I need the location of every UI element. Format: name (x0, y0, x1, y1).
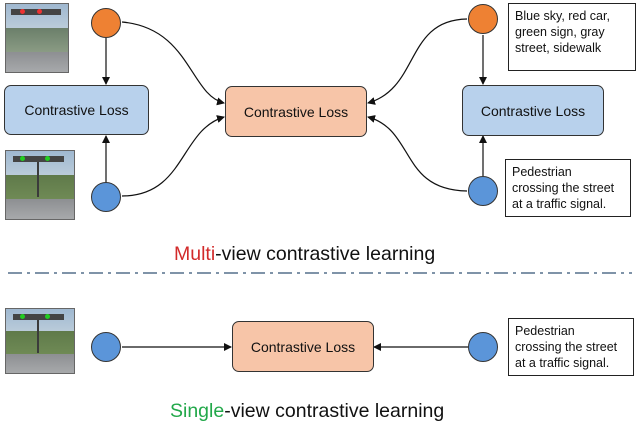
arrow-bottom-left-node-to-center (121, 115, 225, 197)
single-contrastive-loss-box: Contrastive Loss (232, 321, 374, 372)
right-contrastive-loss-box: Contrastive Loss (462, 85, 604, 136)
single-view-caption-rest: -view contrastive learning (224, 400, 445, 422)
street-photo-single (5, 308, 75, 374)
node-top-right (468, 4, 498, 34)
node-single-right (468, 332, 498, 362)
multi-view-caption: Multi-view contrastive learning (174, 243, 435, 266)
center-contrastive-loss-box: Contrastive Loss (225, 86, 367, 137)
arrow-top-right-node-to-center (367, 18, 468, 105)
text-description-top: Blue sky, red car, green sign, gray stre… (508, 3, 636, 71)
node-bottom-right (468, 176, 498, 206)
street-photo-bottom (5, 150, 75, 220)
node-top-left (91, 8, 121, 38)
node-bottom-left (91, 182, 121, 212)
text-description-single: Pedestrian crossing the street at a traf… (508, 318, 634, 376)
arrow-bottom-right-node-to-center (367, 115, 468, 192)
multi-view-caption-accent: Multi (174, 243, 216, 265)
node-single-left (91, 332, 121, 362)
multi-view-caption-rest: -view contrastive learning (215, 243, 436, 265)
single-view-caption-accent: Single (170, 400, 225, 422)
arrow-top-left-node-to-center (121, 21, 225, 106)
street-photo-top (5, 3, 69, 73)
single-view-caption: Single-view contrastive learning (170, 400, 444, 423)
left-contrastive-loss-box: Contrastive Loss (4, 85, 149, 135)
text-description-bottom: Pedestrian crossing the street at a traf… (505, 159, 631, 217)
